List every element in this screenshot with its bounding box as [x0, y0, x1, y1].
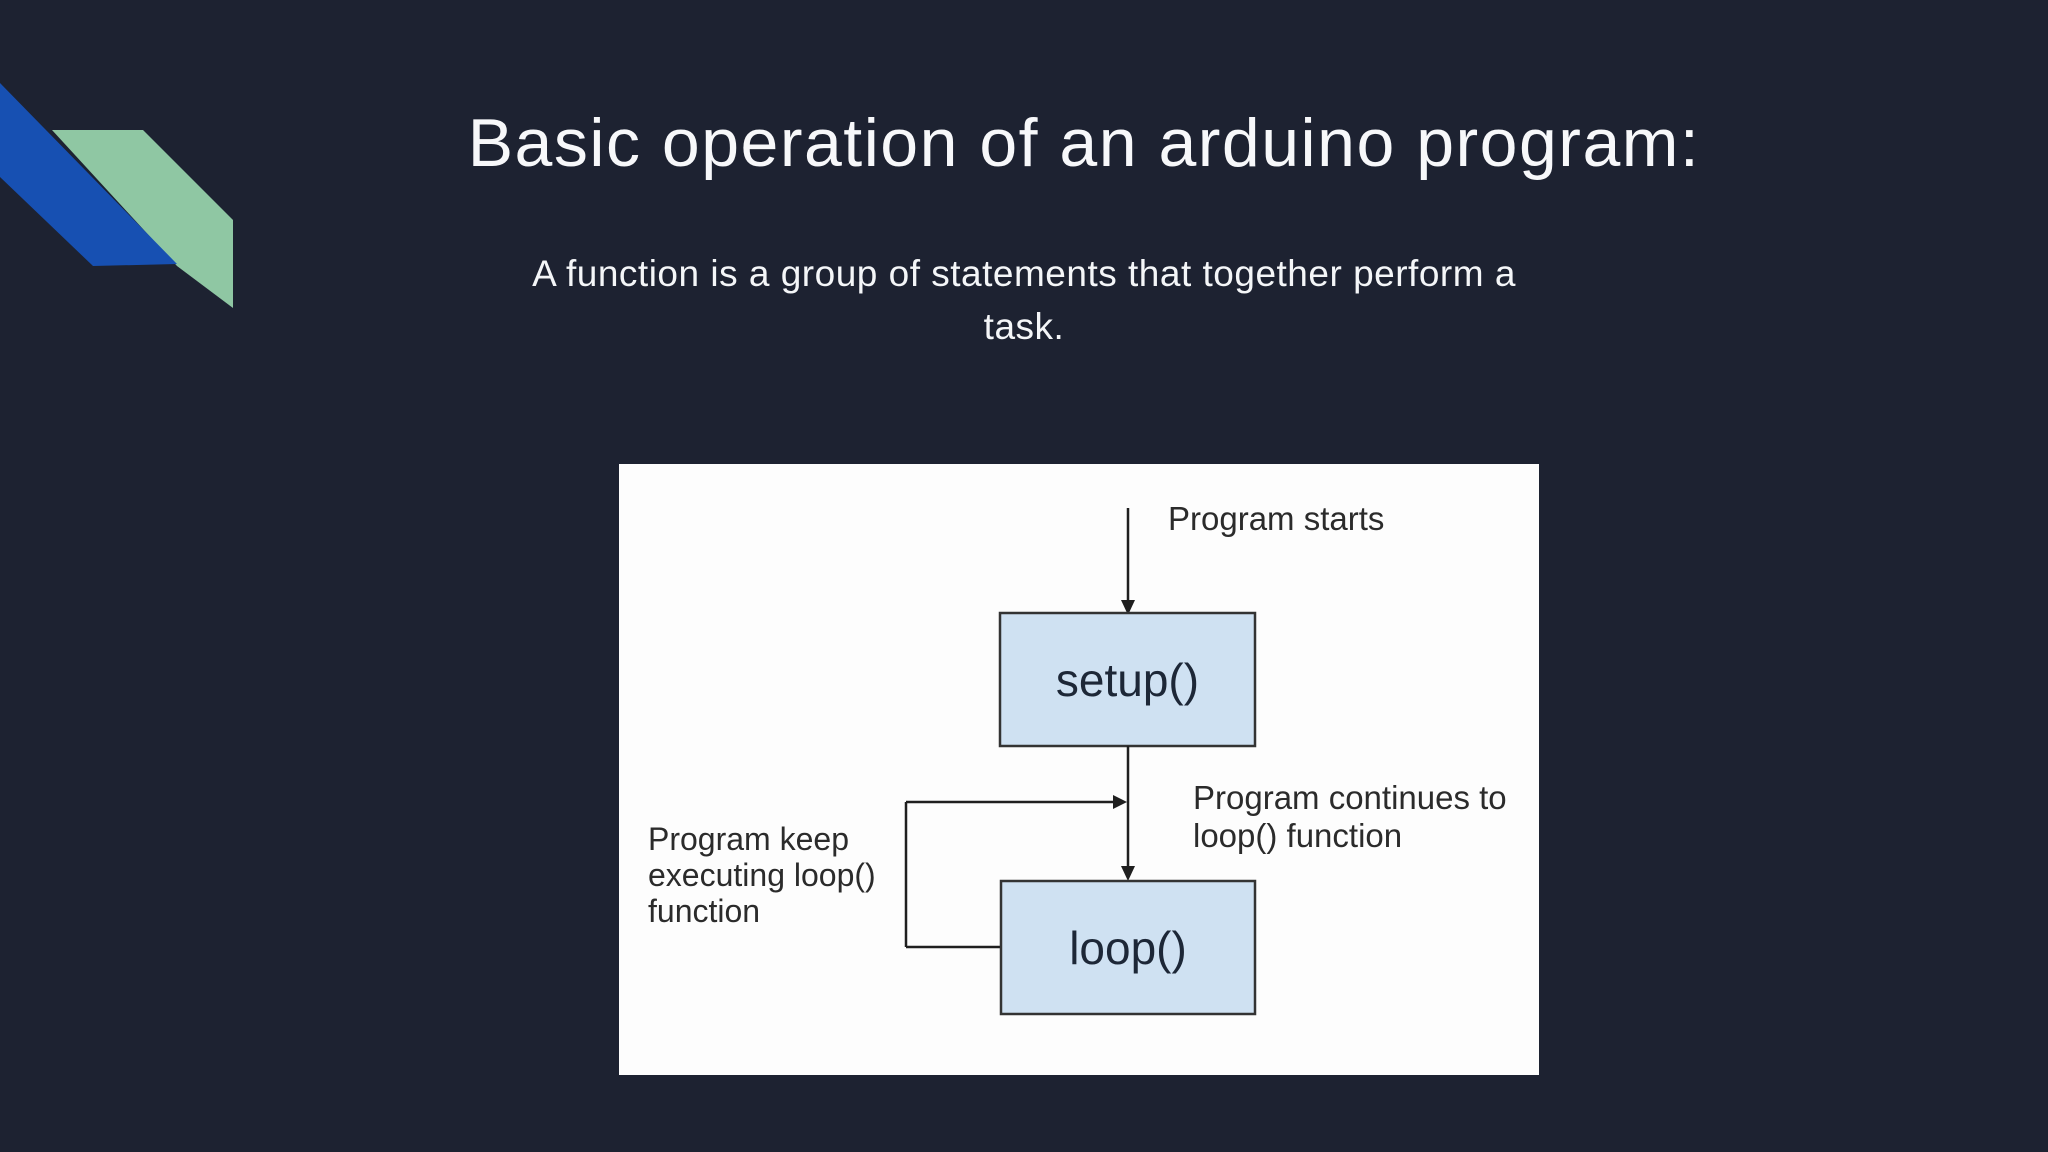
setup-node-label: setup()	[1055, 653, 1200, 706]
start-arrowhead-icon	[1121, 600, 1135, 615]
green-ribbon-shape	[52, 130, 233, 308]
blue-ribbon-shape	[0, 83, 177, 266]
page-subtitle: A function is a group of statements that…	[0, 247, 2048, 353]
page-title: Basic operation of an arduino program:	[467, 105, 1701, 181]
label-program-starts: Program starts	[1168, 500, 1385, 537]
label-program-continues-line-2: loop() function	[1193, 817, 1403, 854]
loop-node	[999, 879, 1257, 1016]
subtitle-line-1: A function is a group of statements that…	[532, 253, 1516, 294]
loop-arrowhead-icon	[1121, 866, 1135, 881]
label-program-continues: Program continues to loop() function	[1193, 779, 1507, 855]
diagram-panel: Program starts Program continues to loop…	[619, 464, 1539, 1075]
label-program-keep-line-3: function	[648, 893, 761, 929]
loop-node-label: loop()	[1069, 921, 1187, 974]
label-program-keep-line-2: executing loop()	[648, 857, 876, 893]
corner-decoration	[0, 83, 233, 308]
loopback-arrowhead-icon	[1113, 795, 1127, 809]
flowchart-graphic	[904, 508, 1257, 1016]
subtitle-line-2: task.	[983, 306, 1065, 347]
label-program-keep-line-1: Program keep	[648, 821, 849, 857]
label-program-keep: Program keep executing loop() function	[648, 821, 876, 929]
setup-node	[998, 611, 1257, 748]
label-program-continues-line-1: Program continues to	[1193, 779, 1507, 816]
